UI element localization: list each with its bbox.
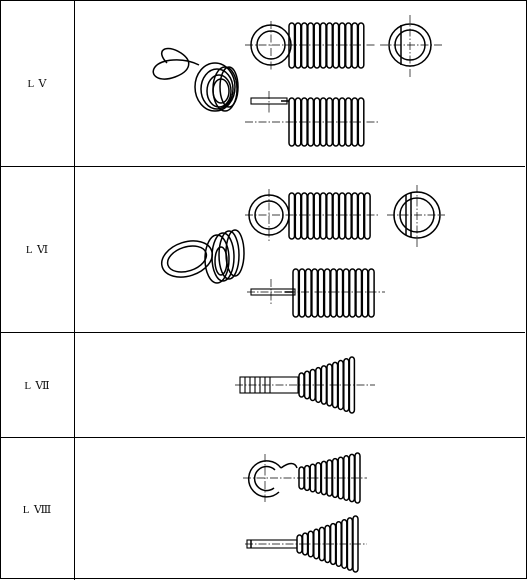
table-row-lviii: L Ⅷ: [1, 438, 525, 580]
row-label: L Ⅷ: [22, 503, 53, 516]
spring-figure-lvi: [160, 185, 445, 318]
front-view-hook-coil: [245, 189, 380, 243]
perspective-spring: [160, 229, 245, 284]
table-row-lvii: L Ⅶ: [1, 333, 525, 438]
spring-figure-lvii: [235, 356, 375, 414]
front-view-hook-coil: [245, 21, 375, 71]
coil-turns: [298, 452, 361, 504]
spring-drawing-lvii: [75, 333, 525, 437]
spring-drawing-lviii: [75, 438, 525, 580]
row-label-cell: L Ⅴ: [1, 1, 75, 166]
coil-turns: [298, 356, 356, 414]
lower-view-straight-end: [245, 91, 380, 123]
lower-view-straight-end: [247, 279, 385, 305]
straight-end-conical-coil: [245, 539, 367, 549]
row-label-cell: L Ⅵ: [1, 167, 75, 332]
row-label: L Ⅴ: [27, 78, 48, 90]
coil-turns: [288, 192, 371, 240]
perspective-spring: [152, 47, 239, 112]
table-row-lvi: L Ⅵ: [1, 167, 525, 333]
row-label-cell: L Ⅷ: [1, 438, 75, 580]
coil-turns: [288, 97, 365, 147]
spring-figure-lviii: [243, 452, 367, 573]
coil-turns: [288, 22, 365, 69]
row-label: L Ⅵ: [25, 244, 50, 256]
end-view-ring: [387, 185, 445, 247]
row-label: L Ⅶ: [24, 379, 51, 392]
row-label-cell: L Ⅶ: [1, 333, 75, 437]
coil-turns: [296, 515, 359, 573]
coil-turns: [292, 268, 375, 318]
spring-drawing-lvi: [75, 167, 525, 332]
spring-figure-lv: [152, 15, 443, 147]
table-row-lv: L Ⅴ: [1, 1, 525, 167]
spring-drawing-lv: [75, 1, 525, 166]
end-view-ring: [380, 15, 443, 77]
